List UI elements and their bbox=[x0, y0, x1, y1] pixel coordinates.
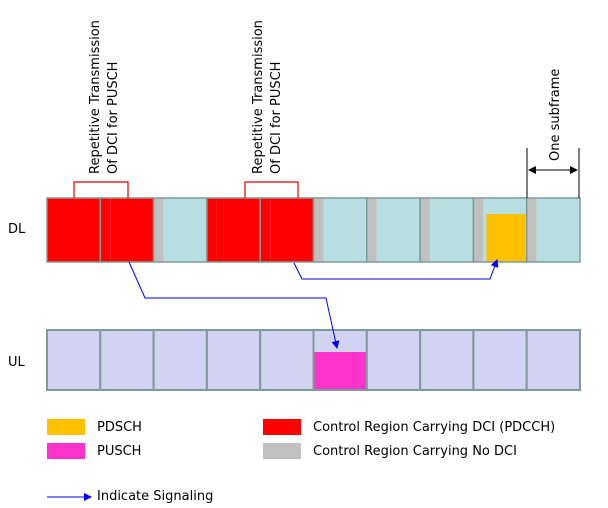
dl-subframe-10 bbox=[525, 197, 581, 263]
ul-data-region-5 bbox=[260, 330, 314, 390]
one-subframe-label: One subframe bbox=[548, 69, 563, 161]
ul-data-region-9 bbox=[473, 330, 527, 390]
ul-data-region-10 bbox=[526, 330, 580, 390]
ul-subframe-3 bbox=[152, 329, 208, 391]
dl-subframe-3 bbox=[152, 197, 208, 263]
dl-subframe-2 bbox=[99, 197, 155, 263]
legend-signaling-label: Indicate Signaling bbox=[97, 489, 214, 504]
ul-data-region-4 bbox=[206, 330, 261, 390]
dl-control-region-7 bbox=[366, 198, 377, 262]
dl-data-region-4 bbox=[216, 198, 261, 262]
legend-control-dci-label: Control Region Carrying DCI (PDCCH) bbox=[313, 420, 556, 435]
ul-data-region-2 bbox=[100, 330, 154, 390]
ul-subframe-4 bbox=[205, 329, 262, 391]
dl-control-region-3 bbox=[153, 198, 164, 262]
legend-pusch-label: PUSCH bbox=[97, 444, 142, 459]
ul-data-region-3 bbox=[153, 330, 207, 390]
ul-data-region-8 bbox=[420, 330, 474, 390]
dl-subframe-5 bbox=[259, 197, 315, 263]
dl-control-region-1 bbox=[47, 198, 57, 262]
ul-subframe-1 bbox=[46, 329, 102, 391]
ul-subframe-border-10 bbox=[525, 329, 582, 391]
legend-control-no-dci-swatch bbox=[263, 443, 301, 459]
dl-subframe-border-10 bbox=[525, 197, 581, 263]
dl-data-region-7 bbox=[376, 198, 421, 262]
dl-data-region-2 bbox=[110, 198, 154, 262]
dl-subframe-6 bbox=[312, 197, 368, 263]
dl-data-region-6 bbox=[323, 198, 367, 262]
ul-subframe-10 bbox=[525, 329, 582, 391]
dl-subframe-1 bbox=[46, 197, 102, 263]
dl-control-region-9 bbox=[473, 198, 484, 262]
ul-data-region-1 bbox=[47, 330, 101, 390]
repetition-bracket-2 bbox=[244, 181, 299, 198]
legend-control-no-dci-label: Control Region Carrying No DCI bbox=[313, 444, 517, 459]
signaling-arrow-dl-to-ul bbox=[128, 261, 340, 349]
repetition-bracket-1 bbox=[73, 181, 129, 198]
ul-subframe-9 bbox=[472, 329, 528, 391]
repetitive-transmission-label-2-line1: Repetitive Transmission bbox=[251, 20, 266, 174]
dl-control-region-10 bbox=[526, 198, 537, 262]
legend-pdsch-label: PDSCH bbox=[97, 420, 142, 435]
dl-subframe-9 bbox=[472, 197, 528, 263]
signaling-arrow-dl-to-pdsch bbox=[293, 259, 499, 280]
dl-subframe-4 bbox=[206, 197, 261, 263]
repetitive-transmission-label-1-line1: Repetitive Transmission bbox=[88, 20, 103, 174]
ul-subframe-5 bbox=[259, 329, 315, 391]
dl-data-region-8 bbox=[430, 198, 474, 262]
pdsch-block bbox=[486, 214, 526, 262]
ul-subframe-7 bbox=[365, 329, 422, 391]
ul-subframe-8 bbox=[419, 329, 475, 391]
repetitive-transmission-label-2-line2: Of DCI for PUSCH bbox=[269, 62, 284, 174]
dl-data-region-10 bbox=[536, 198, 580, 262]
dl-control-region-8 bbox=[420, 198, 431, 262]
ul-data-region-7 bbox=[366, 330, 421, 390]
legend-control-dci-swatch bbox=[263, 419, 301, 435]
legend-pdsch-swatch bbox=[47, 419, 85, 435]
dl-subframe-row bbox=[46, 197, 581, 263]
pusch-block bbox=[313, 352, 367, 390]
dl-subframe-7 bbox=[366, 197, 421, 263]
ul-subframe-row bbox=[46, 329, 582, 391]
dl-control-region-4 bbox=[206, 198, 217, 262]
dl-row-label: DL bbox=[8, 222, 26, 237]
dl-control-region-2 bbox=[100, 198, 111, 262]
ul-subframe-2 bbox=[99, 329, 155, 391]
dl-data-region-1 bbox=[57, 198, 101, 262]
repetitive-transmission-label-1-line2: Of DCI for PUSCH bbox=[106, 62, 121, 174]
dl-control-region-5 bbox=[260, 198, 271, 262]
dl-subframe-8 bbox=[419, 197, 475, 263]
ul-row-label: UL bbox=[8, 355, 26, 370]
dl-data-region-3 bbox=[163, 198, 207, 262]
ul-subframe-6 bbox=[312, 329, 368, 391]
dl-data-region-5 bbox=[270, 198, 314, 262]
legend-pusch-swatch bbox=[47, 443, 85, 459]
dl-control-region-6 bbox=[313, 198, 324, 262]
